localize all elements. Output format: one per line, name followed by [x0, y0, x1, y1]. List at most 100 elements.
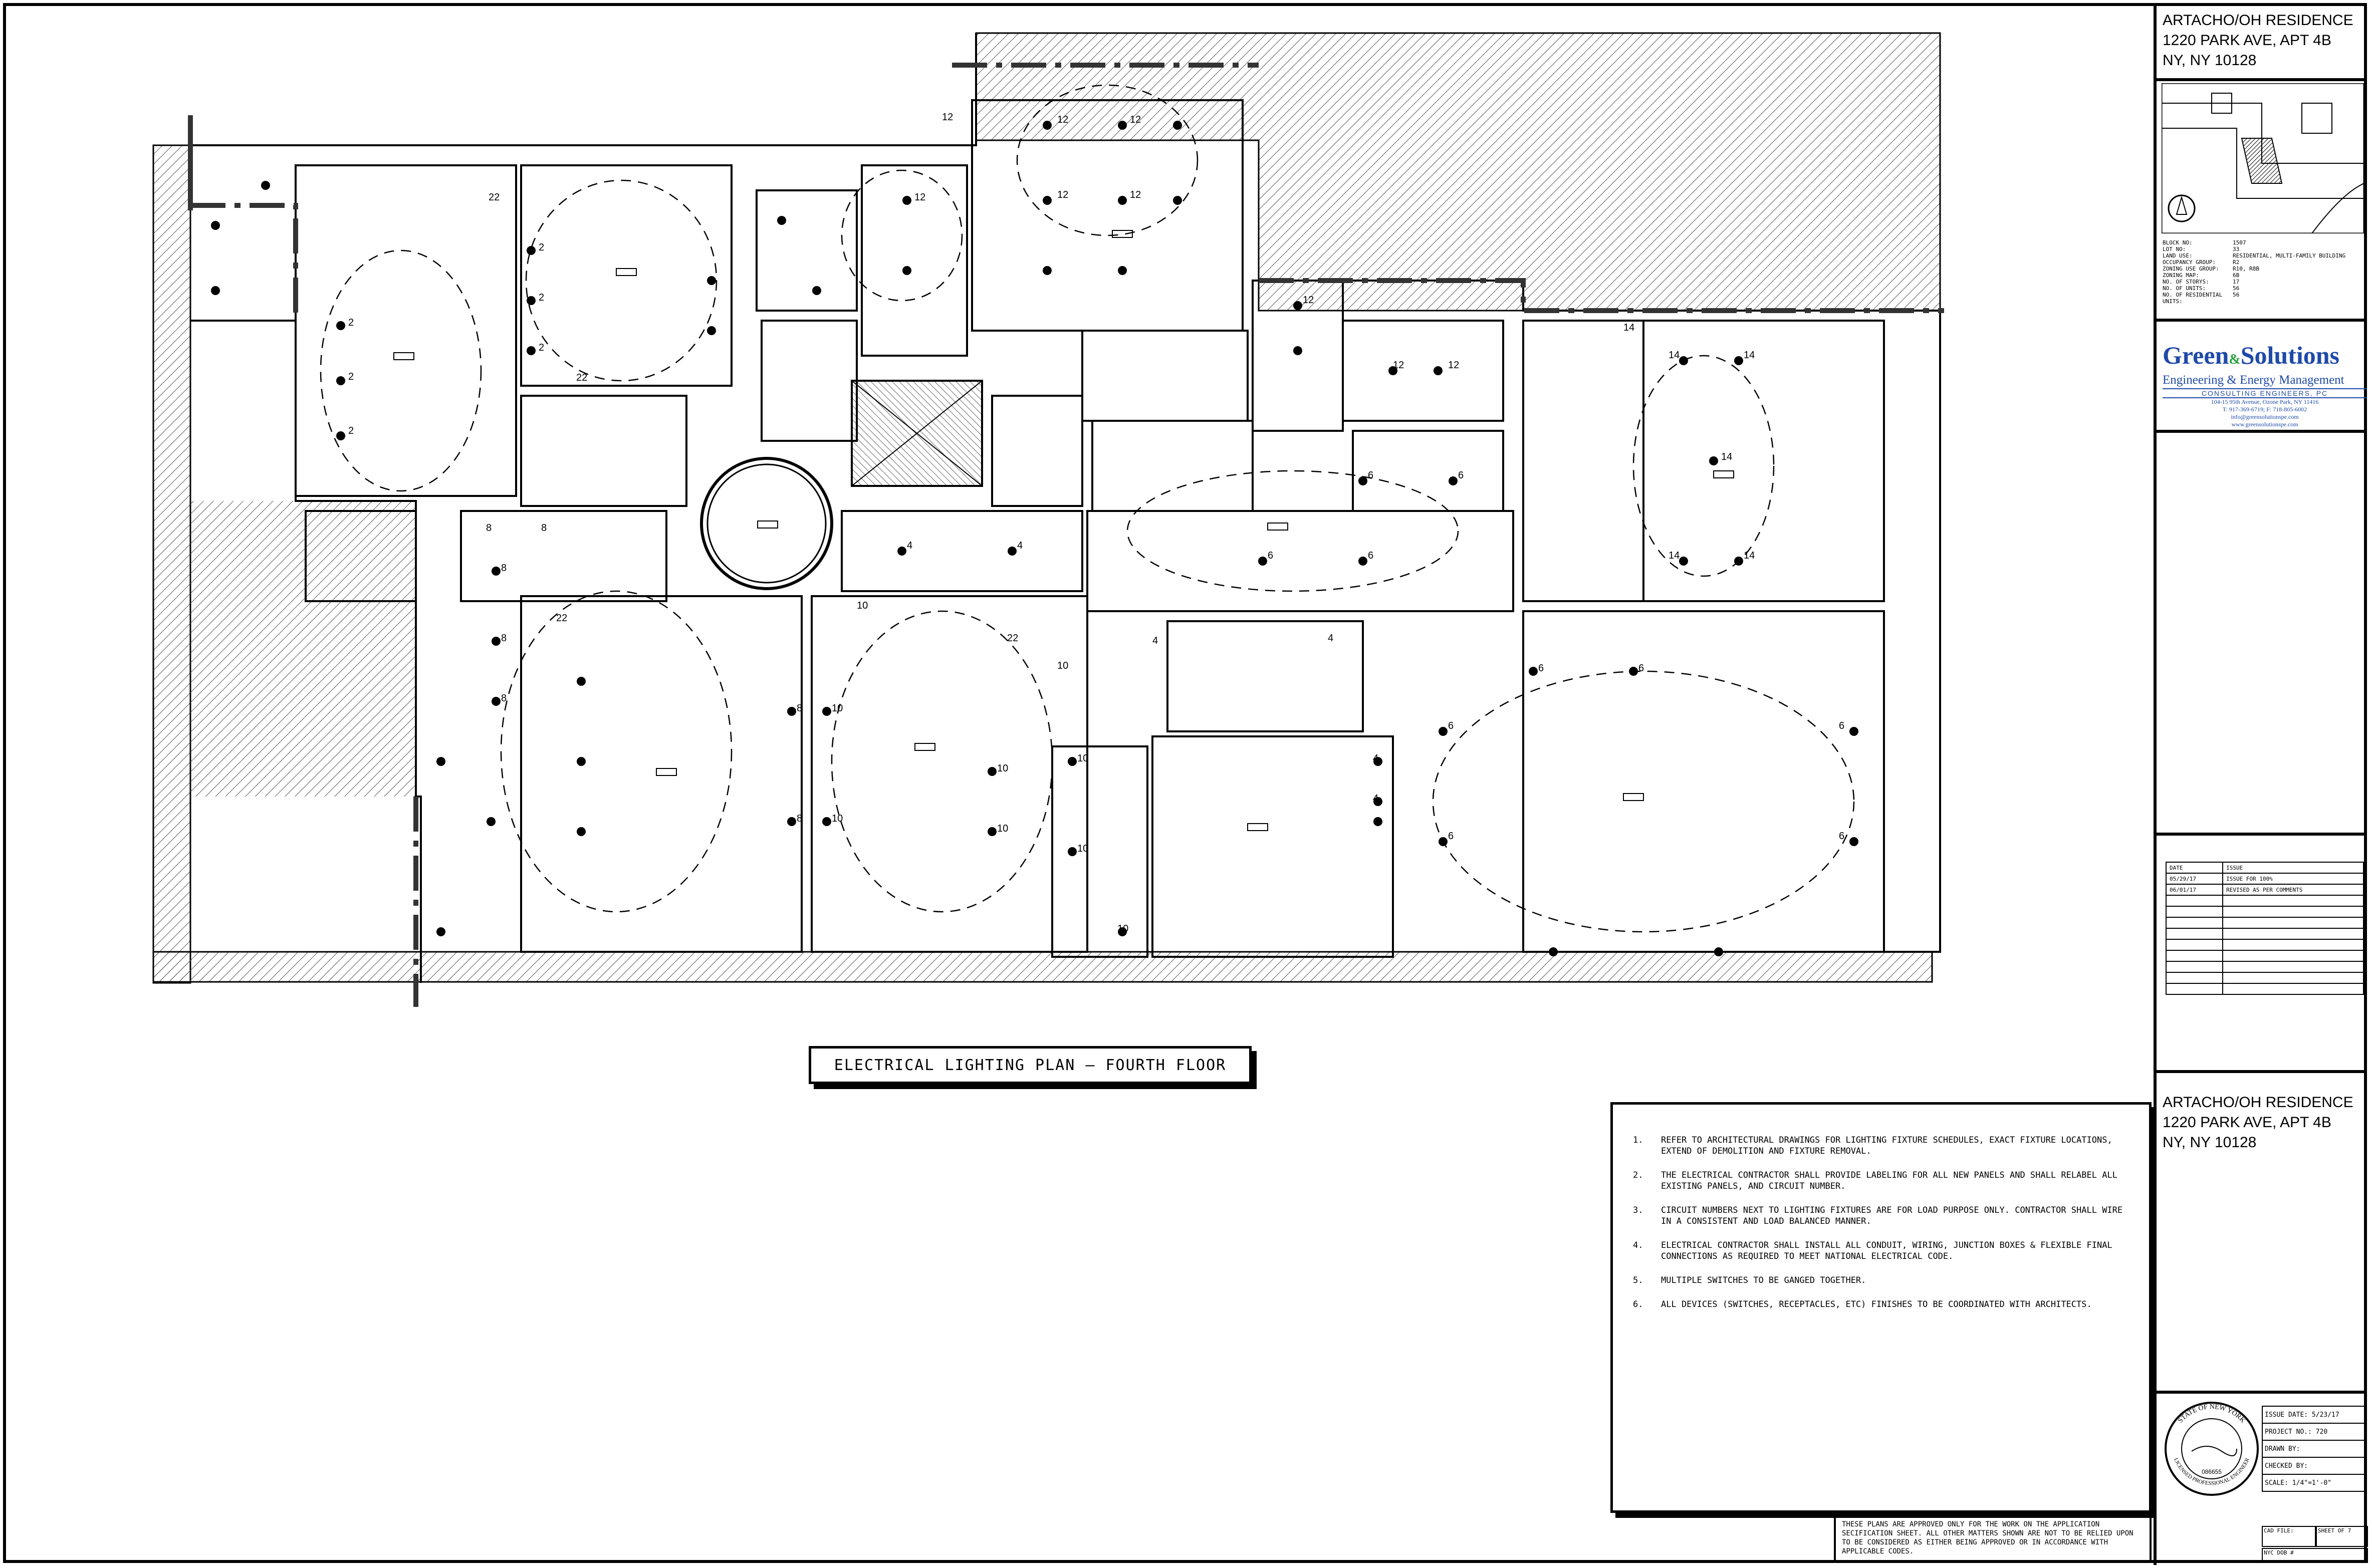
svg-text:6: 6: [1368, 470, 1373, 481]
sheet-number: SHEET OF 7: [2316, 1526, 2368, 1547]
svg-text:8: 8: [797, 813, 802, 824]
svg-text:4: 4: [1373, 793, 1378, 804]
note-text: ALL DEVICES (SWITCHES, RECEPTACLES, ETC)…: [1661, 1299, 2092, 1310]
svg-text:6: 6: [1839, 831, 1844, 842]
note-text: CIRCUIT NUMBERS NEXT TO LIGHTING FIXTURE…: [1661, 1205, 2123, 1226]
svg-text:8: 8: [541, 522, 547, 534]
svg-text:8: 8: [501, 693, 507, 704]
svg-text:8: 8: [501, 563, 507, 574]
svg-text:6: 6: [1448, 831, 1454, 842]
signature-mark: [2191, 1446, 2237, 1456]
svg-text:10: 10: [1077, 753, 1088, 764]
cad-file: CAD FILE:: [2262, 1526, 2316, 1547]
svg-text:12: 12: [1393, 360, 1404, 371]
svg-text:10: 10: [997, 823, 1008, 834]
seal-number: 086655: [2202, 1468, 2222, 1475]
note-text: REFER TO ARCHITECTURAL DRAWINGS FOR LIGH…: [1661, 1135, 2112, 1156]
svg-text:2: 2: [348, 425, 354, 436]
svg-text:22: 22: [576, 372, 587, 383]
svg-text:4: 4: [907, 540, 912, 551]
svg-text:4: 4: [1152, 635, 1158, 646]
svg-text:8: 8: [501, 633, 507, 644]
exterior-dash-lines: [190, 63, 1944, 1007]
svg-text:6: 6: [1538, 663, 1544, 674]
note-text: THE ELECTRICAL CONTRACTOR SHALL PROVIDE …: [1661, 1170, 2117, 1191]
svg-text:2: 2: [539, 342, 544, 353]
firm-subtitle: CONSULTING ENGINEERS, PC: [2163, 388, 2367, 398]
svg-text:10: 10: [1117, 923, 1128, 934]
project-city-top: NY, NY 10128: [2163, 52, 2257, 69]
table-row: [2165, 961, 2364, 973]
svg-text:10: 10: [832, 813, 843, 824]
room-tags: [393, 230, 1734, 831]
engineer-seal: STATE OF NEW YORK LICENSED PROFESSIONAL …: [2165, 1402, 2259, 1496]
exterior-hatch-lowerleft: [190, 501, 416, 797]
svg-text:6: 6: [1458, 470, 1464, 481]
svg-text:14: 14: [1744, 550, 1755, 561]
walls: [190, 33, 1941, 983]
plan-title: ELECTRICAL LIGHTING PLAN – FOURTH FLOOR: [809, 1046, 1252, 1084]
svg-text:12: 12: [1057, 114, 1068, 125]
svg-text:STATE OF NEW YORK: STATE OF NEW YORK: [2177, 1403, 2246, 1425]
firm-logo: Green&Solutions Engineering & Energy Man…: [2163, 342, 2367, 428]
table-row: [2165, 906, 2364, 918]
note-item: 6.ALL DEVICES (SWITCHES, RECEPTACLES, ET…: [1633, 1299, 2092, 1310]
note-text: MULTIPLE SWITCHES TO BE GANGED TOGETHER.: [1661, 1275, 1866, 1285]
svg-text:10: 10: [1057, 660, 1068, 671]
note-item: 1.REFER TO ARCHITECTURAL DRAWINGS FOR LI…: [1633, 1135, 2129, 1157]
svg-text:6: 6: [1638, 663, 1644, 674]
table-row: [2165, 928, 2364, 940]
svg-text:12: 12: [1130, 114, 1141, 125]
svg-text:2: 2: [348, 371, 354, 382]
note-item: 3.CIRCUIT NUMBERS NEXT TO LIGHTING FIXTU…: [1633, 1205, 2129, 1227]
svg-text:14: 14: [1669, 350, 1680, 361]
svg-text:8: 8: [797, 703, 802, 714]
seal-state-text: STATE OF NEW YORK: [2177, 1403, 2246, 1425]
sheet-border: [3, 3, 2367, 1563]
svg-text:4: 4: [1017, 540, 1023, 551]
switch-legs: [320, 84, 1855, 933]
table-row: [2165, 917, 2364, 929]
project-city-bottom: NY, NY 10128: [2163, 1134, 2257, 1151]
svg-text:12: 12: [1448, 360, 1459, 371]
key-map: [2162, 83, 2364, 233]
svg-text:8: 8: [486, 522, 492, 534]
note-item: 4.ELECTRICAL CONTRACTOR SHALL INSTALL AL…: [1633, 1240, 2129, 1262]
exterior-hatch-left: [152, 144, 191, 984]
table-row: [2165, 895, 2364, 907]
project-address-bottom: 1220 PARK AVE, APT 4B: [2163, 1114, 2331, 1131]
svg-text:6: 6: [1448, 720, 1454, 731]
project-address-top: 1220 PARK AVE, APT 4B: [2163, 32, 2331, 49]
svg-text:2: 2: [348, 317, 354, 328]
svg-text:22: 22: [556, 613, 567, 624]
note-text: ELECTRICAL CONTRACTOR SHALL INSTALL ALL …: [1661, 1240, 2112, 1261]
svg-text:14: 14: [1721, 451, 1732, 462]
svg-text:12: 12: [942, 112, 953, 123]
svg-text:12: 12: [1130, 189, 1141, 200]
elevator-shaft: [851, 380, 983, 487]
svg-text:2: 2: [539, 242, 544, 253]
svg-text:6: 6: [1268, 550, 1273, 561]
note-item: 5.MULTIPLE SWITCHES TO BE GANGED TOGETHE…: [1633, 1275, 1866, 1285]
svg-text:6: 6: [1839, 720, 1844, 731]
svg-text:4: 4: [1373, 753, 1378, 764]
project-name-top: ARTACHO/OH RESIDENCE: [2163, 12, 2353, 29]
svg-text:10: 10: [832, 703, 843, 714]
svg-text:4: 4: [1328, 633, 1333, 644]
title-block: ARTACHO/OH RESIDENCE 1220 PARK AVE, APT …: [2154, 3, 2368, 1565]
table-row: [2165, 983, 2364, 995]
site-information: BLOCK NO:1507 LOT NO:33 LAND USE:RESIDEN…: [2163, 239, 2346, 305]
svg-text:2: 2: [539, 292, 544, 303]
svg-text:12: 12: [914, 192, 925, 203]
firm-tagline: Engineering & Energy Management: [2163, 373, 2344, 387]
nyc-dob: NYC DOB #: [2262, 1548, 2368, 1563]
general-notes-box: 1.REFER TO ARCHITECTURAL DRAWINGS FOR LI…: [1610, 1102, 2152, 1513]
svg-text:22: 22: [1007, 633, 1018, 644]
svg-text:22: 22: [489, 192, 500, 203]
bottom-wall-hatch: [152, 951, 1933, 983]
north-arrow-icon: [2168, 194, 2196, 222]
svg-text:10: 10: [1077, 843, 1088, 854]
